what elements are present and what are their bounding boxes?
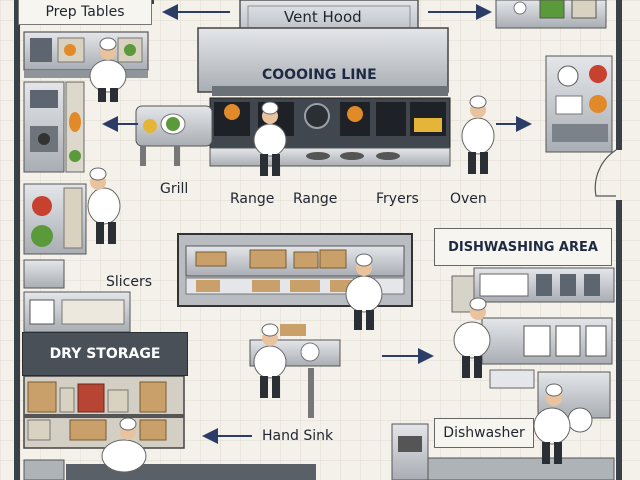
chef-figure [101, 417, 147, 473]
label-dishwasher: Dishwasher [443, 425, 525, 441]
prep-tables [23, 31, 149, 78]
label-hand-sink: Hand Sink [262, 428, 334, 444]
left-wall-equipment [23, 81, 85, 173]
label-plate-dishwasher: Dishwasher [434, 418, 534, 448]
top-right-counter [495, 0, 613, 153]
label-plate-dry-storage: DRY STORAGE [22, 332, 188, 376]
label-dry-storage: DRY STORAGE [49, 346, 161, 362]
label-range-2: Range [293, 191, 338, 207]
label-oven: Oven [450, 191, 487, 207]
salad-station [23, 183, 87, 255]
label-plate-dishwashing: DISHWASHING AREA [434, 228, 612, 266]
label-dishwashing-area: DISHWASHING AREA [448, 239, 598, 255]
chef-figures [87, 37, 571, 473]
dishwasher-unit [391, 423, 615, 480]
label-prep-tables: Prep Tables [45, 4, 125, 20]
label-slicers: Slicers [106, 274, 153, 290]
chef-figure [533, 383, 571, 464]
label-grill: Grill [160, 181, 189, 197]
chef-figure [461, 95, 495, 174]
label-vent-hood: Vent Hood [284, 8, 362, 26]
chef-figure [453, 297, 491, 378]
chef-figure [89, 37, 127, 102]
chef-figure [253, 101, 287, 176]
door-swing [594, 149, 617, 197]
label-cooking-line: COOOING LINE [262, 67, 377, 83]
chef-figure [87, 167, 121, 244]
grill-counter [135, 105, 213, 166]
slicer-station [23, 259, 131, 333]
flow-arrows [102, 4, 532, 444]
cooking-line [197, 27, 451, 167]
label-fryers: Fryers [376, 191, 419, 207]
label-range-1: Range [230, 191, 275, 207]
label-plate-prep-tables: Prep Tables [18, 0, 152, 25]
chef-figure [253, 323, 287, 398]
chef-figure [345, 253, 383, 330]
dry-storage-shelves [23, 375, 316, 480]
